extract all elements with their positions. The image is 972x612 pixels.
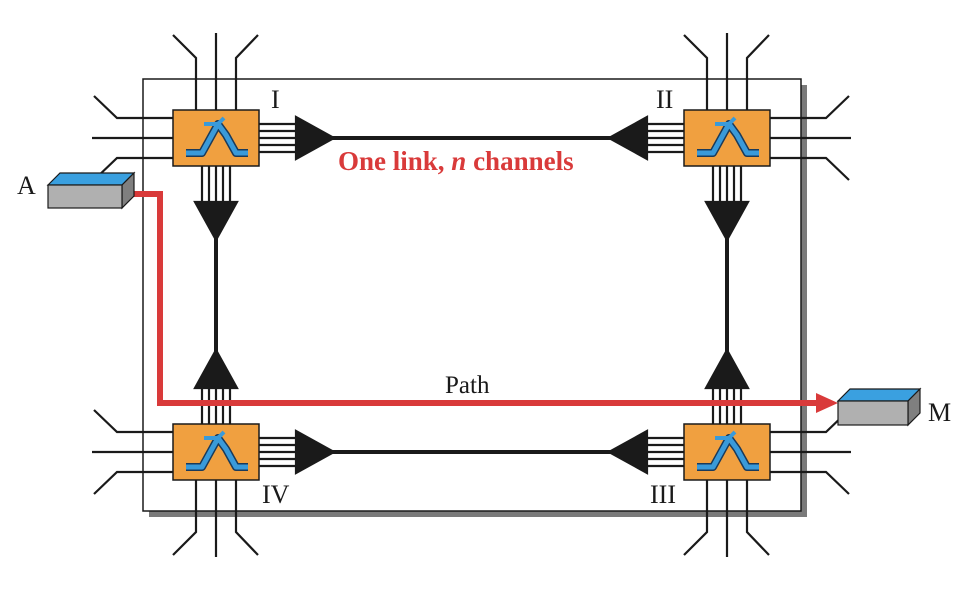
link-IV-III [259,429,684,475]
device-A [46,171,136,210]
external-lines [92,33,851,557]
switch-III [684,424,770,480]
device-A-label: A [17,171,36,200]
link-II-III [704,166,750,424]
switch-I [173,110,259,166]
link-label-n: n [451,146,466,176]
switch-IV-label: IV [262,480,290,509]
path-label: Path [445,372,490,399]
path-line [134,191,818,406]
link-label-suffix: channels [466,146,573,176]
switch-III-label: III [650,480,676,509]
link-label: One link, n channels [338,146,574,176]
link-I-II [259,115,684,161]
switch-IV [173,424,259,480]
device-M [836,387,922,427]
switch-II [684,110,770,166]
path-arrowhead [816,393,838,413]
link-label-prefix: One link, [338,146,451,176]
switch-I-label: I [271,85,280,114]
switch-II-label: II [656,85,673,114]
device-M-label: M [928,398,951,427]
